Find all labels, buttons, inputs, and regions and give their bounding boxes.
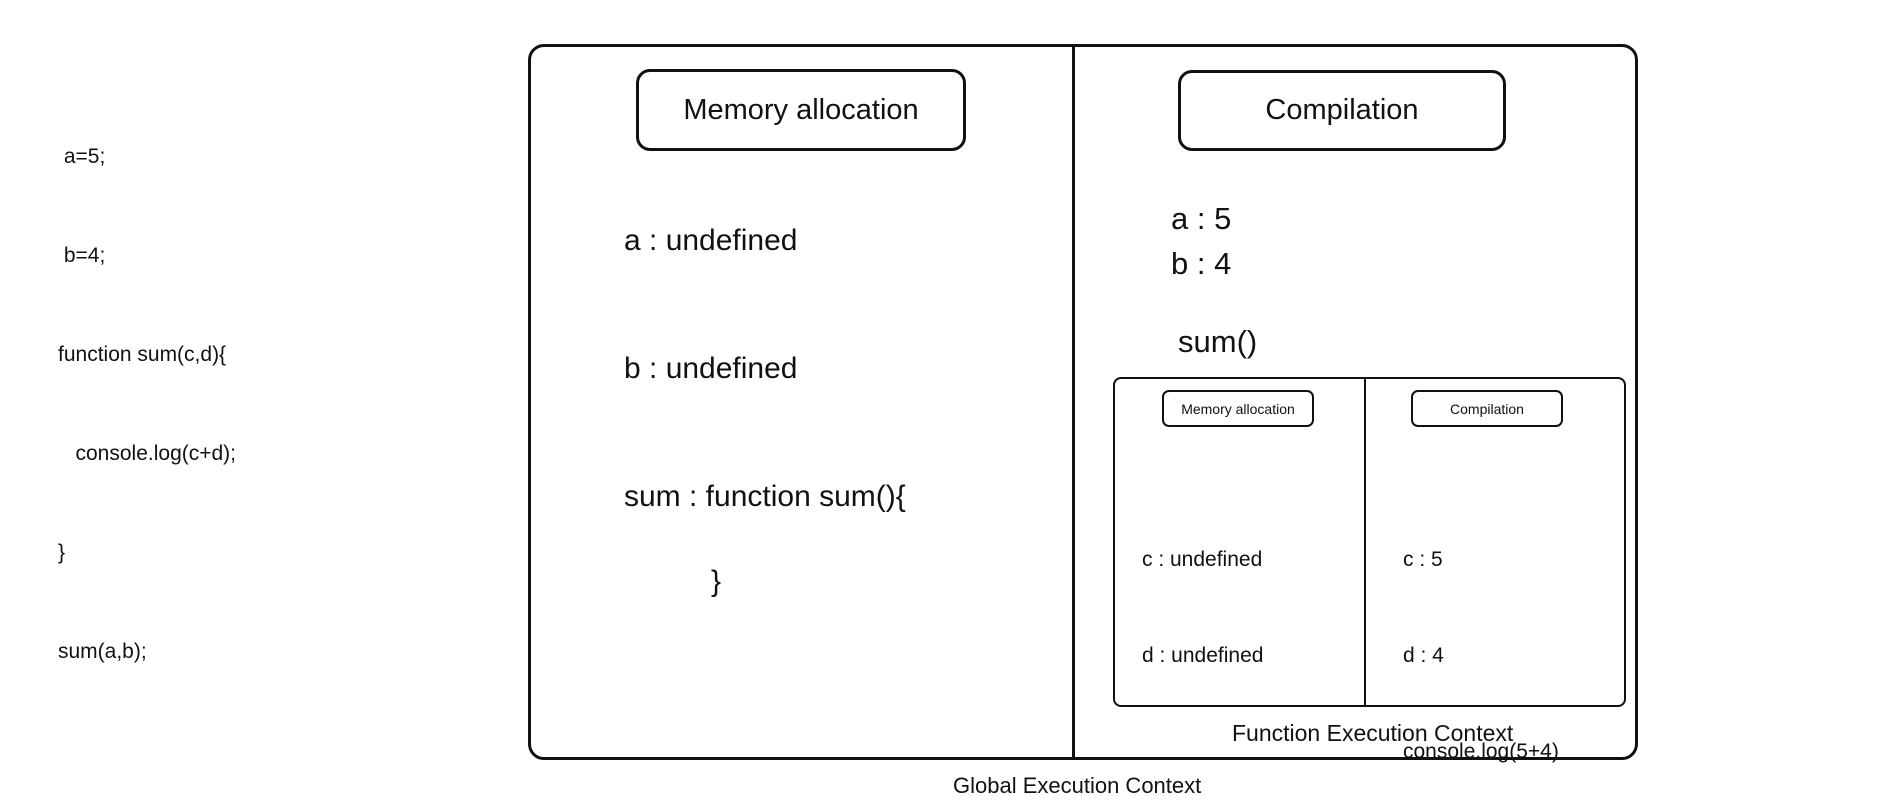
global-memory-entry: b : undefined — [624, 352, 798, 385]
function-compilation-entry: console.log(5+4) — [1403, 740, 1559, 763]
global-memory-allocation-title: Memory allocation — [683, 93, 919, 126]
function-compilation-entry: d : 4 — [1403, 644, 1444, 667]
global-compilation-title: Compilation — [1265, 94, 1419, 126]
global-execution-context-box — [528, 44, 1638, 760]
function-execution-context-caption: Function Execution Context — [1232, 720, 1514, 746]
function-compilation-entries: c : 5 d : 4 console.log(5+4) — [1403, 480, 1559, 800]
function-compilation-entry: c : 5 — [1403, 548, 1443, 571]
global-memory-allocation-header: Memory allocation — [636, 69, 966, 151]
global-compilation-entry: a : 5 — [1171, 201, 1232, 236]
global-memory-entry: sum : function sum(){ — [624, 480, 906, 513]
function-compilation-title: Compilation — [1450, 400, 1524, 417]
function-compilation-header: Compilation — [1411, 390, 1563, 427]
code-line: sum(a,b); — [58, 640, 147, 663]
code-line: } — [58, 541, 66, 564]
code-line: console.log(c+d); — [58, 442, 237, 465]
function-memory-entries: c : undefined d : undefined — [1142, 480, 1263, 704]
function-memory-entry: c : undefined — [1142, 548, 1263, 571]
code-line: b=4; — [58, 244, 106, 267]
function-memory-allocation-title: Memory allocation — [1181, 400, 1295, 417]
global-compilation-entry: b : 4 — [1171, 246, 1232, 281]
function-memory-entry: d : undefined — [1142, 644, 1264, 667]
global-memory-entry: } — [711, 565, 722, 598]
global-memory-entry: a : undefined — [624, 224, 798, 257]
global-context-divider — [1072, 44, 1075, 760]
function-memory-allocation-header: Memory allocation — [1162, 390, 1314, 427]
source-code-block: a=5; b=4; function sum(c,d){ console.log… — [58, 74, 236, 701]
code-line: function sum(c,d){ — [58, 343, 227, 366]
global-compilation-header: Compilation — [1178, 70, 1506, 151]
global-compilation-entry: sum() — [1178, 324, 1258, 359]
function-context-divider — [1364, 377, 1366, 707]
function-execution-context-box — [1113, 377, 1626, 707]
global-execution-context-caption: Global Execution Context — [953, 773, 1202, 798]
code-line: a=5; — [58, 145, 106, 168]
